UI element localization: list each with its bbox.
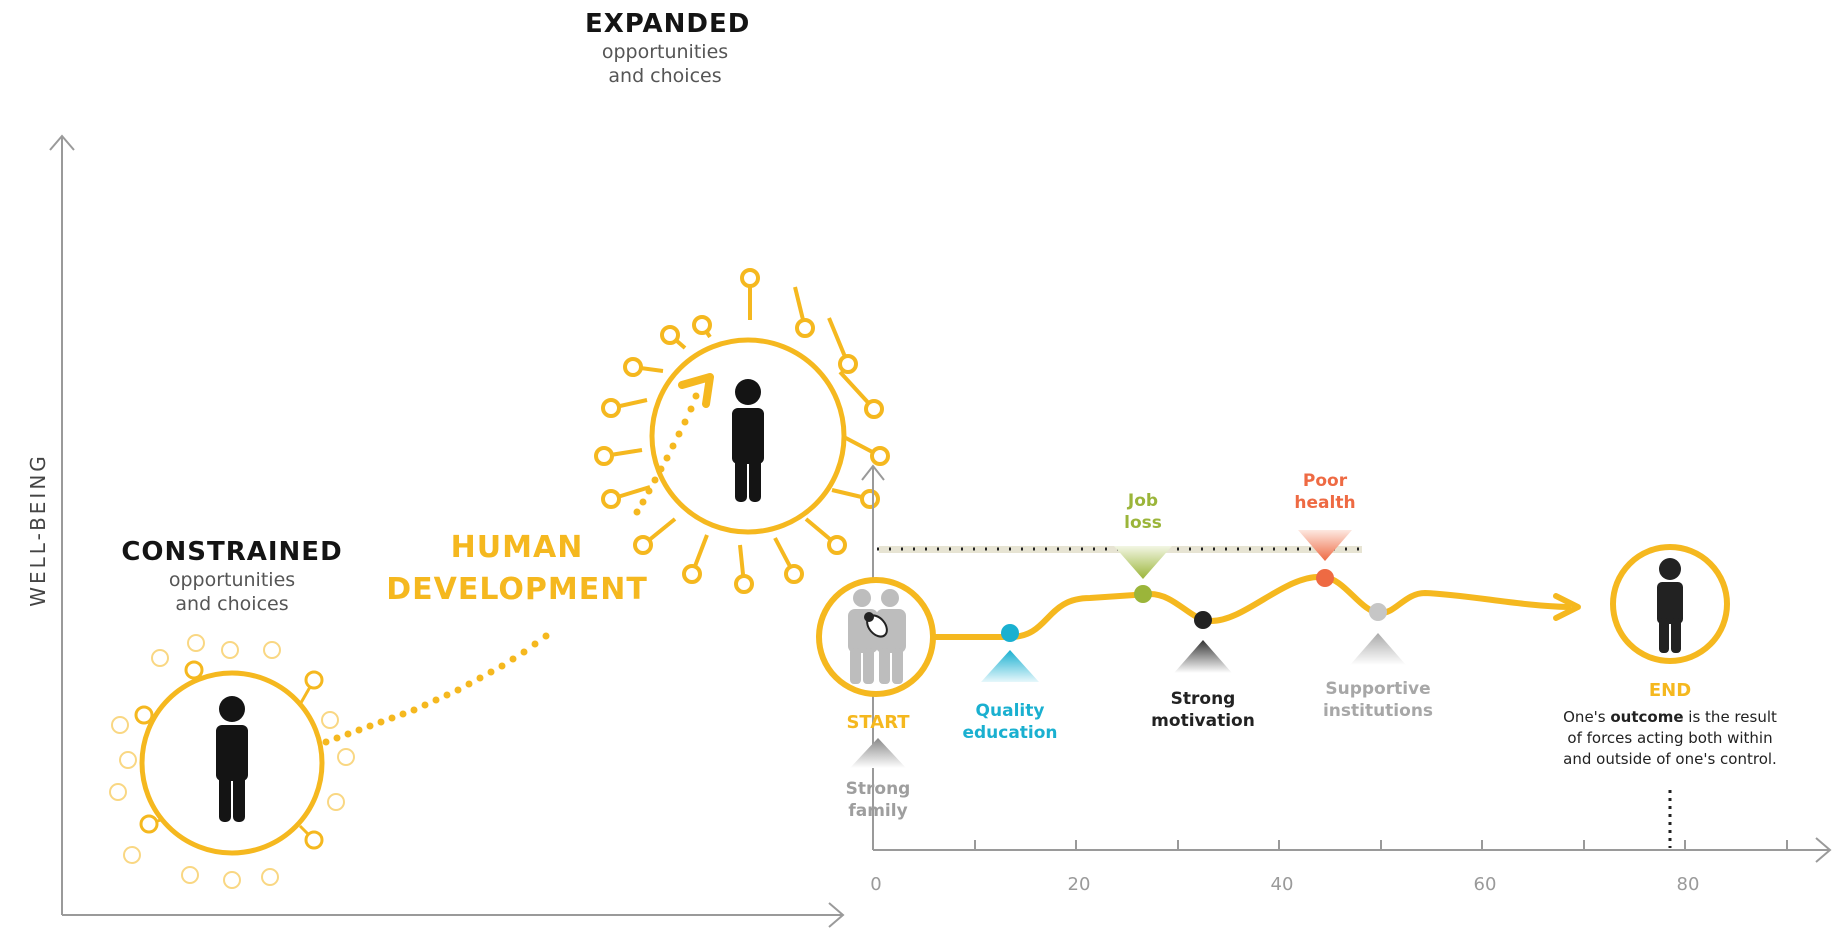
expanded-label: EXPANDED opportunities and choices — [585, 8, 751, 88]
arrow-head — [1553, 593, 1581, 621]
constrained-line1: opportunities — [168, 569, 296, 591]
poor-health-line1: Poor — [1302, 471, 1348, 491]
timeline-ticks: 0 20 40 60 80 — [870, 874, 1699, 895]
main-axes — [49, 134, 845, 928]
constrained-title: CONSTRAINED — [121, 537, 343, 567]
baby-icon — [864, 612, 888, 638]
y-axis-label: WELL-BEING — [26, 453, 50, 607]
job-loss-line2: loss — [1124, 513, 1162, 533]
tick-label: 40 — [1271, 874, 1294, 895]
strong-motivation-marker — [1174, 611, 1232, 673]
growth-arrow — [678, 373, 714, 408]
expanded-title: EXPANDED — [585, 9, 751, 39]
expanded-person — [594, 268, 890, 594]
poor-health-label: Poor health — [1275, 470, 1375, 514]
supportive-institutions-line2: institutions — [1322, 701, 1434, 721]
constrained-label: CONSTRAINED opportunities and choices — [112, 536, 352, 616]
tick-label: 20 — [1068, 874, 1091, 895]
poor-health-marker — [1298, 530, 1352, 587]
quality-education-label: Quality education — [940, 700, 1080, 744]
constrained-person — [109, 634, 355, 889]
strong-family-line1: Strong — [845, 779, 911, 799]
outcome-line1: One's outcome is the result — [1540, 707, 1800, 728]
strong-motivation-line1: Strong — [1170, 689, 1236, 709]
job-loss-label: Job loss — [1093, 490, 1193, 534]
end-circle — [1610, 544, 1730, 664]
outcome-line3: and outside of one's control. — [1563, 750, 1777, 768]
person-icon — [1657, 558, 1683, 653]
outcome-prefix: One's — [1563, 708, 1611, 726]
strong-motivation-line2: motivation — [1151, 711, 1255, 731]
tick-label: 60 — [1474, 874, 1497, 895]
job-loss-marker — [1114, 546, 1172, 603]
start-label: START — [846, 712, 910, 733]
expanded-line2: and choices — [608, 65, 722, 87]
strong-motivation-label: Strong motivation — [1133, 688, 1273, 732]
tick-label: 0 — [870, 874, 881, 895]
job-loss-line1: Job — [1127, 491, 1159, 511]
supportive-institutions-marker — [1350, 603, 1406, 665]
end-label: END — [1648, 680, 1692, 701]
human-development-line1: HUMAN — [450, 530, 584, 565]
strong-family-marker — [850, 738, 906, 768]
human-development-label: HUMAN DEVELOPMENT — [372, 527, 662, 611]
quality-education-line2: education — [962, 723, 1058, 743]
quality-education-line1: Quality — [975, 701, 1045, 721]
tick-label: 80 — [1677, 874, 1700, 895]
growth-path — [322, 392, 700, 746]
constrained-line2: and choices — [175, 593, 289, 615]
supportive-institutions-line1: Supportive — [1325, 679, 1431, 699]
outcome-line2: of forces acting both within — [1567, 729, 1773, 747]
person-icon — [216, 696, 248, 822]
quality-education-marker — [981, 624, 1039, 682]
expanded-line1: opportunities — [601, 41, 729, 63]
outcome-suffix: is the result — [1683, 708, 1777, 726]
life-path — [930, 573, 1571, 640]
strong-family-line2: family — [848, 801, 908, 821]
start-circle — [816, 577, 936, 697]
outcome-bold: outcome — [1610, 708, 1684, 726]
person-icon — [732, 379, 764, 502]
poor-health-line2: health — [1294, 493, 1356, 513]
human-development-line2: DEVELOPMENT — [386, 572, 648, 607]
supportive-institutions-label: Supportive institutions — [1308, 678, 1448, 722]
strong-family-label: Strong family — [818, 778, 938, 822]
outcome-caption: One's outcome is the result of forces ac… — [1540, 707, 1800, 770]
